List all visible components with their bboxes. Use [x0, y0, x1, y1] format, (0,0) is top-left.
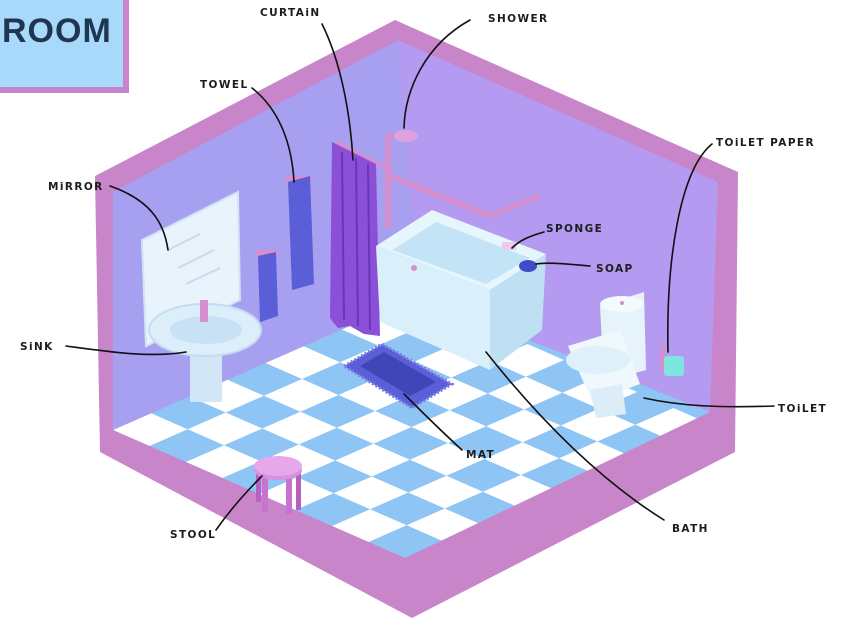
label-curtain: CURTAiN — [260, 7, 321, 19]
label-mirror: MiRROR — [48, 181, 104, 193]
label-shower: SHOWER — [488, 13, 549, 25]
label-soap: SOAP — [596, 263, 634, 275]
label-toilet-paper: TOiLET PAPER — [716, 137, 815, 149]
title-box: ROOM — [0, 0, 126, 90]
soap — [519, 260, 537, 272]
label-stool: STOOL — [170, 529, 216, 541]
label-towel: TOWEL — [200, 79, 249, 91]
label-toilet: TOiLET — [778, 403, 827, 415]
label-sink: SiNK — [20, 341, 54, 353]
label-sponge: SPONGE — [546, 223, 603, 235]
label-bath: BATH — [672, 523, 709, 535]
title-text: ROOM — [2, 12, 112, 50]
label-mat: MAT — [466, 449, 495, 461]
